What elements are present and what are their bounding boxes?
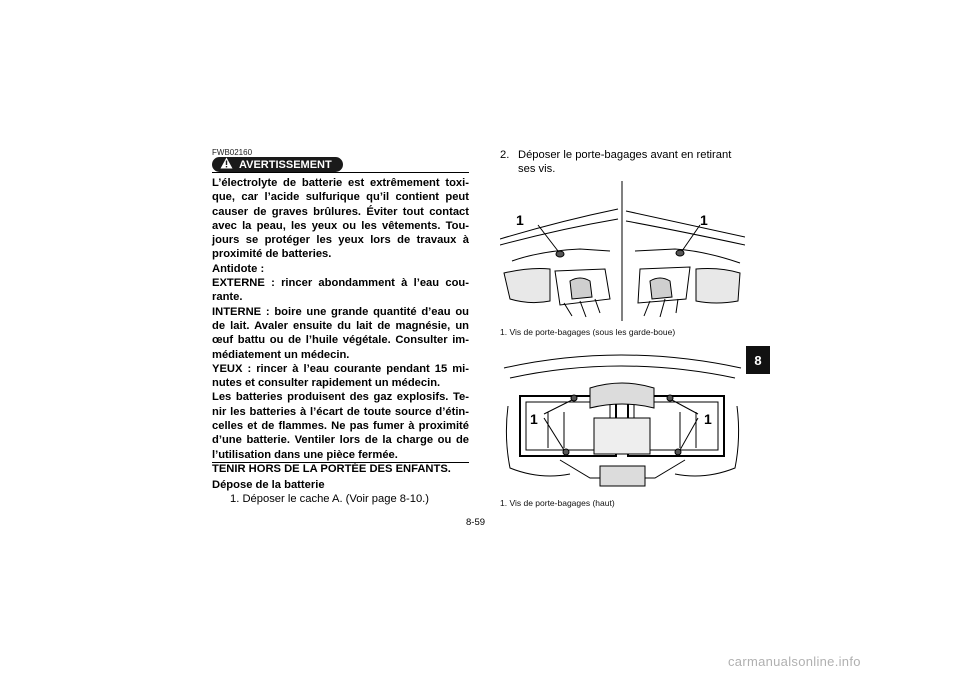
warning-paragraph: L’électrolyte de batterie est extrêmemen… xyxy=(212,177,469,261)
figure-callout: 1 xyxy=(704,411,712,427)
step-text-continued: ses vis. xyxy=(518,163,556,176)
warning-paragraph: Antidote : xyxy=(212,262,265,275)
watermark: carmanualsonline.info xyxy=(728,654,861,669)
page-number: 8-59 xyxy=(466,517,486,528)
warning-paragraph: EXTERNE : rincer abondamment à l’eau cou… xyxy=(212,277,469,304)
figure-fender-screws: 1 1 xyxy=(500,181,745,321)
warning-badge: AVERTISSEMENT xyxy=(212,157,343,172)
section-title: Dépose de la batterie xyxy=(212,479,325,491)
figure-callout: 1 xyxy=(516,212,524,228)
warning-body: L’électrolyte de batterie est extrêmemen… xyxy=(212,176,469,476)
warning-paragraph: Les batteries produisent des gaz explosi… xyxy=(212,391,469,461)
warning-label: AVERTISSEMENT xyxy=(239,158,332,171)
warning-paragraph: INTERNE : boire une grande quantité d’ea… xyxy=(212,305,469,361)
figure-left-view xyxy=(500,208,619,318)
step-2: 2. Déposer le porte-bagages avant en reti… xyxy=(500,148,745,177)
step-number: 2. xyxy=(500,149,510,161)
step-text: Déposer le porte-bagages avant en retira… xyxy=(518,149,732,161)
figure-caption: 1. Vis de porte-bagages (haut) xyxy=(500,498,615,508)
warning-code: FWB02160 xyxy=(212,148,253,157)
figure-callout: 1 xyxy=(530,411,538,427)
step-text: Déposer le cache A. (Voir page 8-10.) xyxy=(242,493,430,505)
warning-triangle-icon xyxy=(220,157,233,172)
figure-rack-top-screws: 1 1 xyxy=(503,354,742,487)
step-1: 1. Déposer le cache A. (Voir page 8-10.) xyxy=(230,493,429,505)
figure-caption: 1. Vis de porte-bagages (sous les garde-… xyxy=(500,327,676,337)
warning-bottom-rule xyxy=(212,462,469,463)
step-number: 1. xyxy=(230,493,240,505)
figure-right-view xyxy=(625,210,745,318)
figure-callout: 1 xyxy=(700,212,708,228)
chapter-tab: 8 xyxy=(746,346,770,374)
warning-paragraph: YEUX : rincer à l’eau courante pendant 1… xyxy=(212,362,469,390)
warning-top-rule xyxy=(212,172,469,173)
warning-paragraph: TENIR HORS DE LA PORTÉE DES ENFANTS. xyxy=(212,462,451,475)
